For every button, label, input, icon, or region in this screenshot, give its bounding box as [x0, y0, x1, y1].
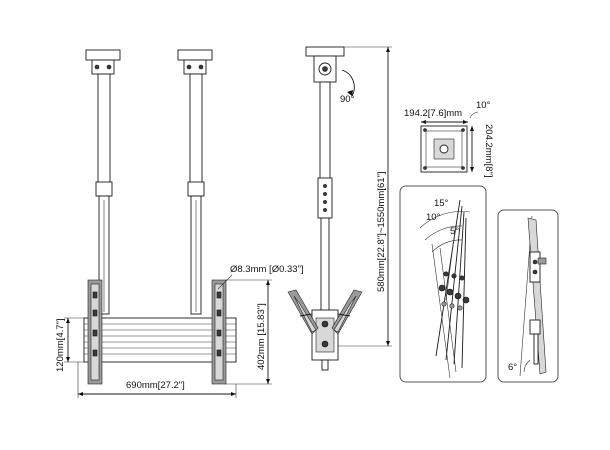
side-view: 90° 580mm[22.8"]~1550mm[61"]	[287, 46, 392, 371]
pole-right	[187, 73, 205, 315]
dimension-120	[64, 317, 84, 363]
vesa-arm-left	[87, 279, 103, 385]
vesa-arm-right	[211, 279, 227, 385]
side-tilt-panel: 6°	[497, 209, 559, 383]
tilt-detail-panel: 15° 10° 5°	[399, 185, 487, 383]
height-120-label: 120mm[4.7"]	[55, 318, 66, 372]
plate-width-label: 194.2[7.6]mm	[404, 108, 462, 119]
drop-range-label: 580mm[22.8"]~1550mm[61"]	[376, 171, 387, 292]
tilt-15-label: 15°	[434, 198, 449, 209]
dimension-drop	[338, 46, 392, 347]
plate-detail: 194.2[7.6]mm 10° 204.2mm[8"]	[404, 100, 494, 178]
tilt-10-label: 10°	[426, 212, 441, 223]
ceiling-plate-left	[85, 49, 121, 75]
height-402-label: 402mm [15.83"]	[256, 303, 267, 370]
hole-diameter-leader	[217, 274, 233, 290]
ceiling-plate-right	[177, 49, 213, 75]
rotation-label: 90°	[340, 94, 355, 105]
mounting-rail	[83, 317, 237, 363]
width-690-label: 690mm[27.2"]	[126, 380, 185, 391]
dimension-690	[77, 362, 237, 398]
dimension-402	[226, 279, 272, 385]
pole-left	[95, 73, 113, 315]
front-view: Ø8.3mm [Ø0.33"] 120mm[4.7"] 402mm [15.83…	[55, 49, 304, 398]
plate-tilt-label: 10°	[476, 100, 491, 111]
hole-diameter-label: Ø8.3mm [Ø0.33"]	[230, 264, 304, 275]
tilt-6-label: 6°	[508, 362, 517, 373]
plate-height-label: 204.2mm[8"]	[483, 124, 494, 178]
rotation-arc	[341, 69, 355, 97]
